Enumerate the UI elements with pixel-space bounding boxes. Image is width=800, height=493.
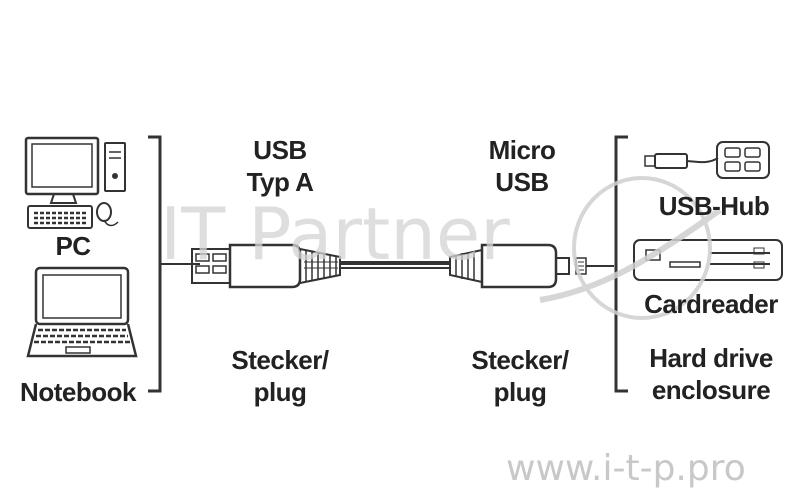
label-plug-left-line2: plug (253, 377, 307, 407)
watermark-logo (539, 176, 722, 320)
label-notebook: Notebook (20, 377, 136, 407)
label-plug-right: Stecker/ plug (460, 344, 580, 408)
label-plug-left: Stecker/ plug (220, 344, 340, 408)
label-micro-usb-line2: USB (495, 167, 549, 197)
label-micro-usb-line1: Micro (488, 135, 556, 165)
usb-a-plug-icon (191, 243, 341, 289)
label-hdd-line2: enclosure (651, 375, 771, 405)
label-usb-hub: USB-Hub (658, 191, 770, 221)
usb-hub-icon (644, 141, 770, 179)
label-usb-typ-a-line2: Typ A (246, 167, 314, 197)
label-usb-typ-a-line1: USB (253, 135, 307, 165)
label-plug-left-line1: Stecker/ (231, 345, 329, 375)
label-plug-right-line2: plug (493, 377, 547, 407)
right-bracket (614, 135, 628, 393)
label-usb-typ-a: USB Typ A (230, 134, 330, 198)
laptop-icon (26, 266, 138, 358)
label-micro-usb: Micro USB (472, 134, 572, 198)
label-hdd-line1: Hard drive (649, 343, 773, 373)
label-plug-right-line1: Stecker/ (471, 345, 569, 375)
desktop-pc-icon (24, 136, 126, 229)
watermark-url: www.i-t-p.pro (506, 448, 746, 489)
left-bracket (148, 135, 162, 393)
watermark-logo-text: IT Partner (160, 192, 510, 276)
label-pc: PC (55, 231, 91, 261)
label-hard-drive-enclosure: Hard drive enclosure (640, 342, 782, 406)
label-cardreader: Cardreader (644, 289, 778, 319)
